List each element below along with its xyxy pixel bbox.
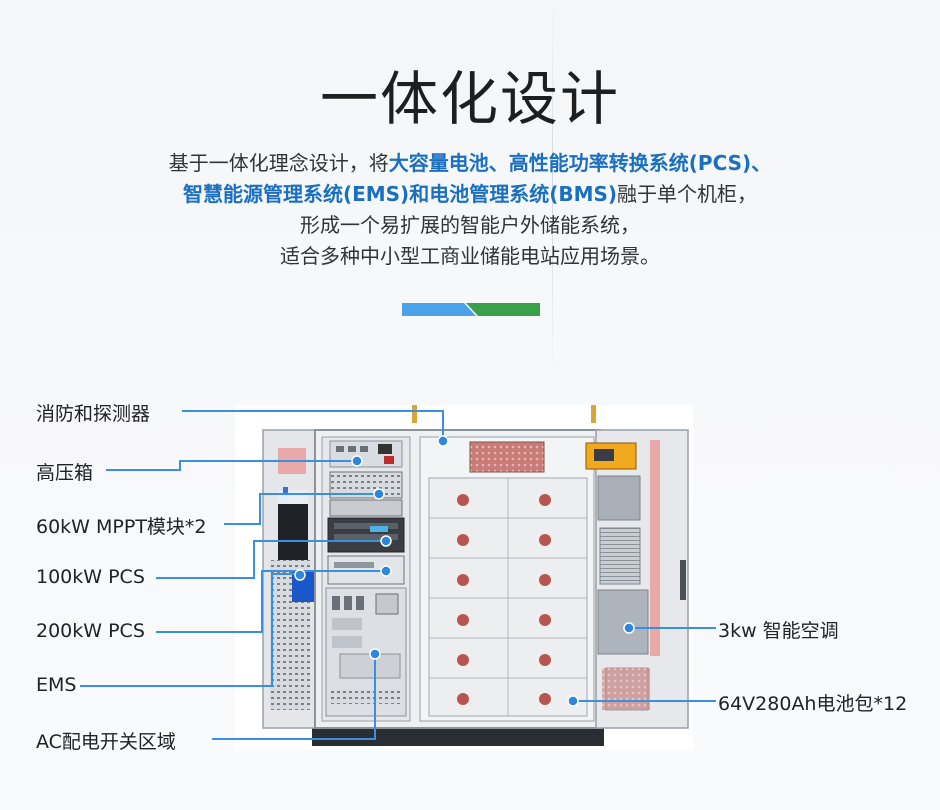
right-door bbox=[585, 429, 689, 729]
leader-ems bbox=[80, 573, 298, 687]
label-aircon: 3kw 智能空调 bbox=[718, 620, 839, 642]
label-pcs-200: 200kW PCS bbox=[36, 620, 145, 642]
intro-text: 形成一个易扩展的智能户外储能系统， bbox=[300, 213, 640, 237]
leader-fire bbox=[182, 410, 444, 439]
leader-hv-box bbox=[106, 460, 357, 471]
leader-ac bbox=[212, 655, 376, 740]
intro-text: 基于一体化理念设计，将 bbox=[168, 151, 389, 175]
leader-mppt bbox=[224, 493, 378, 525]
intro-paragraph: 基于一体化理念设计，将大容量电池、高性能功率转换系统(PCS)、 智慧能源管理系… bbox=[0, 148, 940, 272]
divider-line bbox=[552, 0, 553, 380]
intro-highlight: 大容量电池、高性能功率转换系统(PCS)、 bbox=[388, 151, 772, 175]
endpoint-fire bbox=[437, 435, 449, 447]
cabinet-base bbox=[312, 728, 604, 746]
endpoint-pcs200 bbox=[380, 565, 392, 577]
endpoint-aircon bbox=[623, 622, 635, 634]
label-hv-box: 高压箱 bbox=[36, 462, 94, 484]
label-fire-detector: 消防和探测器 bbox=[36, 403, 151, 425]
label-pcs-100: 100kW PCS bbox=[36, 566, 145, 588]
endpoint-pcs100 bbox=[380, 535, 392, 547]
left-door bbox=[262, 429, 316, 729]
endpoint-ems bbox=[294, 569, 306, 581]
accent-bar-blue bbox=[402, 303, 476, 316]
intro-text: 适合多种中小型工商业储能电站应用场景。 bbox=[280, 244, 660, 268]
endpoint-mppt bbox=[373, 488, 385, 500]
leader-lines bbox=[80, 410, 716, 740]
label-ems: EMS bbox=[36, 674, 77, 696]
intro-text: 融于单个机柜， bbox=[617, 182, 758, 206]
accent-bar-green bbox=[466, 303, 540, 316]
leader-endpoints bbox=[294, 435, 635, 707]
leader-pcs200 bbox=[156, 570, 386, 633]
endpoint-hv-box bbox=[351, 455, 363, 467]
page-title: 一体化设计 bbox=[319, 65, 620, 133]
electrical-compartment bbox=[321, 436, 411, 722]
battery-section bbox=[412, 405, 596, 722]
accent-bar bbox=[402, 303, 540, 316]
intro-line-1: 基于一体化理念设计，将大容量电池、高性能功率转换系统(PCS)、 bbox=[0, 148, 940, 179]
endpoint-ac bbox=[369, 648, 381, 660]
intro-line-3: 形成一个易扩展的智能户外储能系统， bbox=[0, 210, 940, 241]
label-mppt: 60kW MPPT模块*2 bbox=[36, 516, 207, 538]
intro-line-4: 适合多种中小型工商业储能电站应用场景。 bbox=[0, 241, 940, 272]
label-battery-pack: 64V280Ah电池包*12 bbox=[718, 693, 908, 715]
endpoint-battery bbox=[567, 695, 579, 707]
label-ac-switch: AC配电开关区域 bbox=[36, 731, 176, 753]
intro-line-2: 智慧能源管理系统(EMS)和电池管理系统(BMS)融于单个机柜， bbox=[0, 179, 940, 210]
intro-highlight: 智慧能源管理系统(EMS)和电池管理系统(BMS) bbox=[182, 182, 618, 206]
leader-pcs100 bbox=[156, 540, 386, 579]
